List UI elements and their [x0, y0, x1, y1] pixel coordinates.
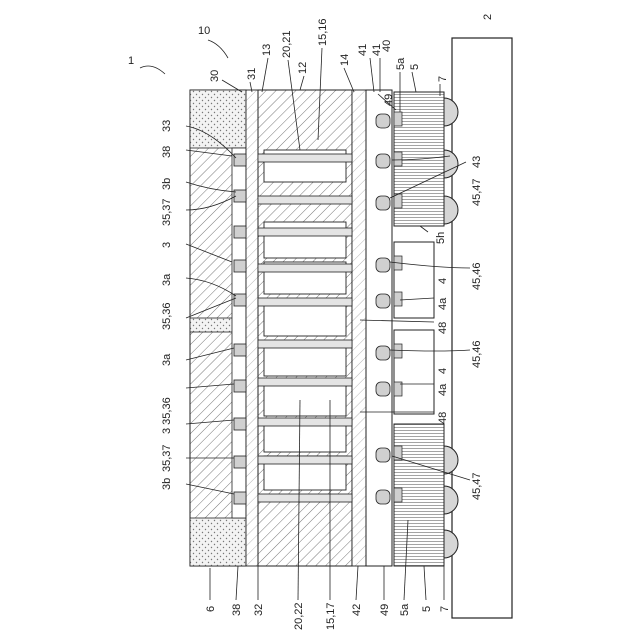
label-20-22: 20,22	[293, 602, 305, 630]
label-module: 10	[198, 25, 210, 37]
label-38-left: 38	[161, 146, 173, 158]
label-assembly: 1	[128, 55, 134, 67]
label-41a: 41	[357, 44, 369, 56]
label-33: 33	[161, 120, 173, 132]
electronic-component-bottom	[394, 424, 444, 566]
label-15-17: 15,17	[325, 602, 337, 630]
semiconductor-chip-4-lower	[394, 330, 434, 414]
label-42: 42	[351, 604, 363, 616]
label-board: 2	[482, 14, 494, 20]
label-38-bottom: 38	[231, 604, 243, 616]
label-5a-top: 5a	[395, 57, 407, 70]
label-3-35-36: 3 35,36	[161, 397, 173, 434]
label-45-47-bottom: 45,47	[471, 472, 483, 500]
label-40: 40	[381, 40, 393, 52]
label-35-37-top: 35,37	[161, 198, 173, 226]
label-45-47-top: 45,47	[471, 178, 483, 206]
label-20-21: 20,21	[281, 30, 293, 58]
label-3a-bottom: 3a	[161, 353, 173, 366]
label-5h: 5h	[435, 232, 447, 244]
label-49-bottom: 49	[379, 604, 391, 616]
label-13: 13	[261, 44, 273, 56]
label-3b-bottom: 3b	[161, 478, 173, 490]
label-15-16: 15,16	[317, 18, 329, 46]
label-4-a: 4	[437, 278, 449, 284]
label-7-bottom: 7	[439, 606, 451, 612]
label-5-bottom: 5	[421, 606, 433, 612]
label-48-a: 48	[437, 322, 449, 334]
label-45-46-b: 45,46	[471, 340, 483, 368]
label-31: 31	[246, 68, 258, 80]
label-7-top: 7	[437, 76, 449, 82]
label-35-36-top: 35,36	[161, 302, 173, 330]
label-4a-b: 4a	[437, 383, 449, 396]
semiconductor-chip-4-upper	[394, 242, 434, 318]
label-45-46-a: 45,46	[471, 262, 483, 290]
label-43: 43	[471, 156, 483, 168]
label-35-37-bottom: 35,37	[161, 444, 173, 472]
label-48-b: 48	[437, 412, 449, 424]
label-12: 12	[297, 62, 309, 74]
label-14: 14	[339, 54, 351, 66]
label-49-top: 49	[383, 94, 395, 106]
label-4a-a: 4a	[437, 297, 449, 310]
label-4-b: 4	[437, 368, 449, 374]
label-3a-top: 3a	[161, 273, 173, 286]
label-3b-top: 3b	[161, 178, 173, 190]
circuit-board	[452, 38, 512, 618]
label-5-top: 5	[409, 64, 421, 70]
label-6: 6	[205, 606, 217, 612]
label-30: 30	[209, 70, 221, 82]
label-5a-bottom: 5a	[399, 603, 411, 616]
label-3-top: 3	[161, 242, 173, 248]
label-32: 32	[253, 604, 265, 616]
